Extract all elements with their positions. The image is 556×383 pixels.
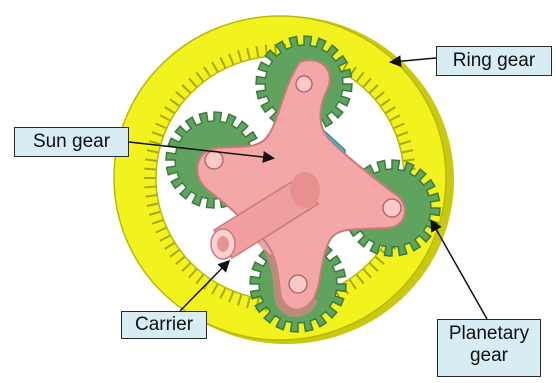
carrier-pin-bottom	[289, 275, 307, 293]
sun-gear-label: Sun gear	[14, 127, 129, 157]
carrier-pin-top	[296, 76, 312, 92]
carrier-pin-right	[383, 199, 401, 217]
carrier-pin-left	[205, 151, 223, 169]
carrier-label: Carrier	[121, 311, 207, 339]
ring-gear-label: Ring gear	[436, 46, 552, 76]
ring-tooth	[144, 187, 156, 188]
planetary-gear-label: Planetary gear	[437, 319, 541, 377]
planetary-gear-label-line1: Planetary	[444, 323, 534, 345]
ring-tooth	[144, 169, 156, 170]
planetary-gear-label-line2: gear	[444, 345, 534, 367]
planetary-gear-leader	[432, 222, 487, 319]
